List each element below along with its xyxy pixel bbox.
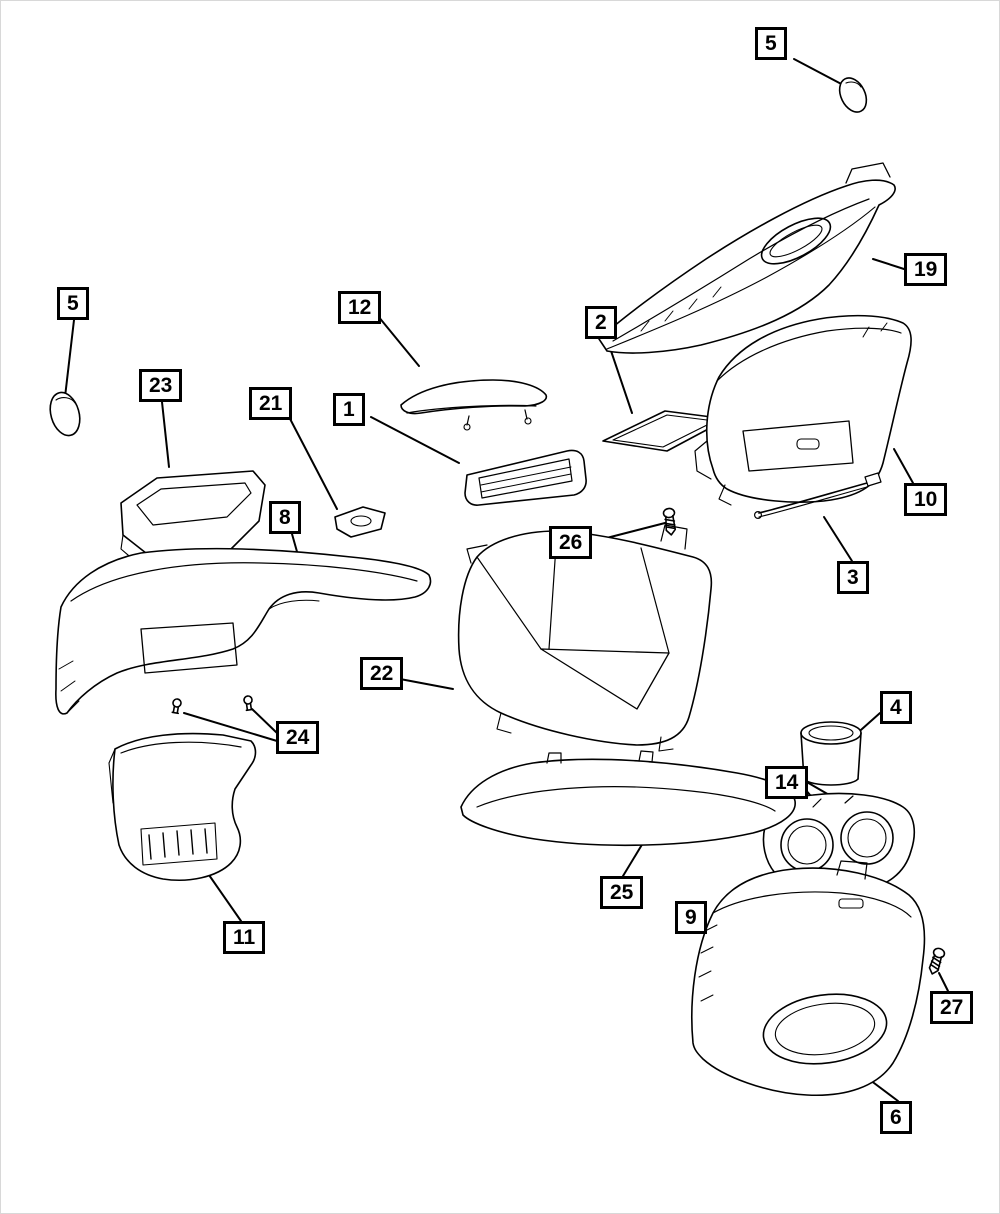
callout-5-left[interactable]: 5: [57, 287, 89, 320]
callout-1[interactable]: 1: [333, 393, 365, 426]
part-lower-left-closeout: [108, 732, 257, 882]
callout-22[interactable]: 22: [360, 657, 404, 690]
callout-26[interactable]: 26: [549, 526, 593, 559]
callout-8[interactable]: 8: [269, 501, 301, 534]
callout-21[interactable]: 21: [249, 387, 293, 420]
leader-line: [370, 416, 460, 464]
callout-27[interactable]: 27: [930, 991, 974, 1024]
part-end-cap-right: [838, 77, 868, 113]
part-screw-27: [926, 946, 947, 977]
callout-2[interactable]: 2: [585, 306, 617, 339]
callout-3[interactable]: 3: [837, 561, 869, 594]
part-center-vent-bezel: [464, 449, 587, 506]
part-end-cap-left: [49, 391, 81, 437]
part-small-bracket: [334, 506, 386, 538]
callout-23[interactable]: 23: [139, 369, 183, 402]
leader-line: [208, 874, 242, 922]
part-left-instrument-panel: [55, 547, 432, 715]
leader-line: [377, 315, 420, 367]
leader-line: [823, 516, 853, 562]
part-release-rod: [753, 472, 882, 520]
callout-5-upper-right[interactable]: 5: [755, 27, 787, 60]
part-cluster-hood: [400, 379, 548, 431]
callout-19[interactable]: 19: [904, 253, 948, 286]
leader-line: [399, 678, 454, 690]
callout-11[interactable]: 11: [223, 921, 266, 954]
callout-24[interactable]: 24: [276, 721, 320, 754]
callout-4[interactable]: 4: [880, 691, 912, 724]
leader-line: [64, 319, 75, 398]
callout-9[interactable]: 9: [675, 901, 707, 934]
callout-10[interactable]: 10: [904, 483, 948, 516]
leader-line: [869, 1079, 899, 1102]
part-pins-24: [170, 694, 255, 715]
leader-line: [161, 401, 170, 468]
leader-line: [793, 58, 848, 88]
callout-14[interactable]: 14: [765, 766, 809, 799]
leader-line: [938, 972, 949, 992]
part-center-support-bracket: [457, 524, 713, 752]
callout-6[interactable]: 6: [880, 1101, 912, 1134]
leader-line: [893, 448, 914, 484]
part-insert-cup: [800, 721, 862, 786]
part-lower-sill-panel: [460, 750, 796, 847]
callout-25[interactable]: 25: [600, 876, 644, 909]
callout-12[interactable]: 12: [338, 291, 382, 324]
leader-line: [183, 712, 278, 742]
leader-line: [872, 258, 905, 270]
leader-line: [286, 412, 338, 510]
part-floor-console: [691, 860, 926, 1097]
part-right-lower-dash-panel: [694, 314, 912, 506]
part-upper-dash-panel: [598, 162, 896, 354]
part-glove-bin: [120, 470, 266, 574]
leader-line: [251, 708, 278, 734]
